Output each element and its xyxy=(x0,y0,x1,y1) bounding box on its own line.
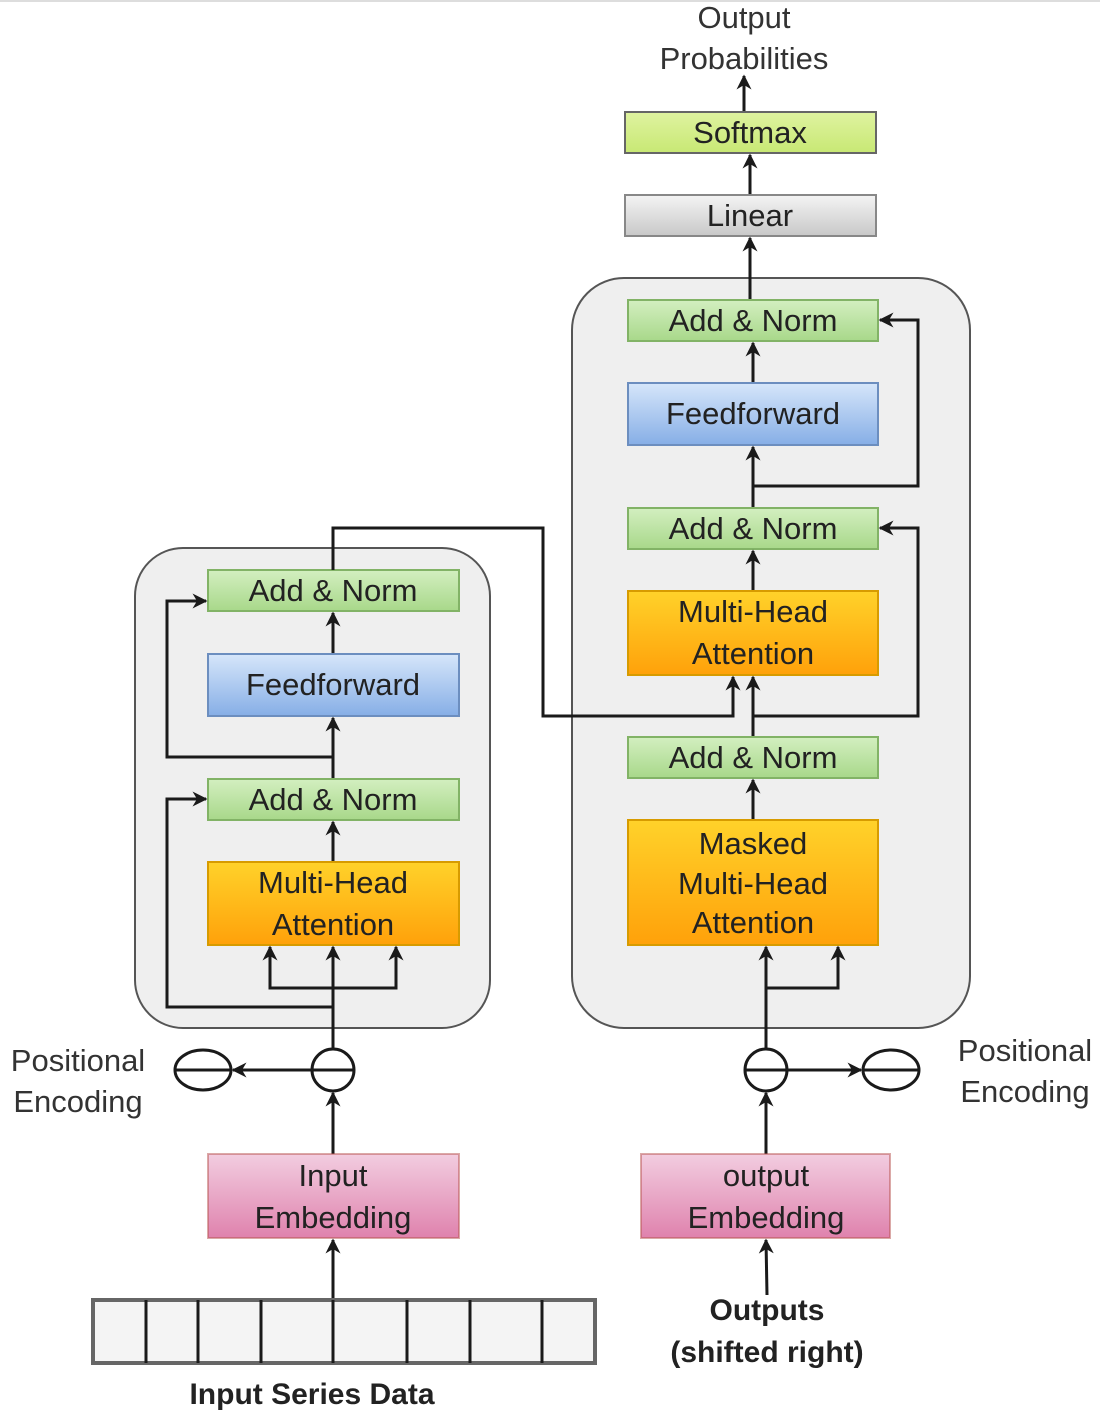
linear-label: Linear xyxy=(707,198,793,233)
input-series-cells xyxy=(91,1298,597,1365)
input-series-label: Input Series Data xyxy=(189,1378,434,1411)
masked-mha-label-2: Multi-Head xyxy=(678,866,828,901)
decoder-add-norm-3-label: Add & Norm xyxy=(669,303,838,338)
input-embedding-label-2: Embedding xyxy=(255,1200,412,1235)
decoder-mha-label-2: Attention xyxy=(692,636,814,671)
decoder-add-norm-3 xyxy=(627,299,879,342)
encoder-feedforward xyxy=(207,653,460,717)
encoder-add-norm-1-label: Add & Norm xyxy=(249,782,418,817)
output-embedding-label-2: Embedding xyxy=(688,1200,845,1235)
decoder-masked-multi-head-attention xyxy=(627,819,879,946)
decoder-mha-label-1: Multi-Head xyxy=(678,594,828,629)
outputs-label-1: Outputs xyxy=(710,1294,825,1327)
positional-encoding-left-1: Positional xyxy=(11,1043,145,1078)
positional-encoding-right-1: Positional xyxy=(958,1033,1092,1068)
output-embedding-label-1: output xyxy=(723,1158,810,1193)
softmax-box xyxy=(624,111,877,154)
encoder-mha-label-1: Multi-Head xyxy=(258,865,408,900)
masked-mha-label-3: Attention xyxy=(692,905,814,940)
input-embedding-label-1: Input xyxy=(299,1158,368,1193)
encoder-add-norm-2 xyxy=(207,569,460,612)
decoder-add-norm-2-label: Add & Norm xyxy=(669,511,838,546)
decoder-add-norm-2 xyxy=(627,507,879,550)
encoder-add-norm-2-label: Add & Norm xyxy=(249,573,418,608)
encoder-feedforward-label: Feedforward xyxy=(246,667,420,702)
encoder-mha-label-2: Attention xyxy=(272,907,394,942)
masked-mha-label-1: Masked xyxy=(699,826,808,861)
positional-encoding-left-2: Encoding xyxy=(13,1084,142,1119)
decoder-multi-head-attention xyxy=(627,590,879,676)
output-probabilities-label: Output xyxy=(697,0,790,35)
outputs-label-2: (shifted right) xyxy=(670,1336,863,1369)
decoder-feedforward xyxy=(627,382,879,446)
decoder-add-norm-1-label: Add & Norm xyxy=(669,740,838,775)
softmax-label: Softmax xyxy=(693,115,807,150)
output-probabilities-label-2: Probabilities xyxy=(660,41,829,76)
output-embedding-box xyxy=(640,1153,891,1239)
decoder-feedforward-label: Feedforward xyxy=(666,396,840,431)
encoder-multi-head-attention xyxy=(207,861,460,946)
encoder-add-norm-1 xyxy=(207,778,460,821)
linear-box xyxy=(624,194,877,237)
decoder-add-norm-1 xyxy=(627,736,879,779)
positional-encoding-right-2: Encoding xyxy=(960,1074,1089,1109)
input-embedding-box xyxy=(207,1153,460,1239)
